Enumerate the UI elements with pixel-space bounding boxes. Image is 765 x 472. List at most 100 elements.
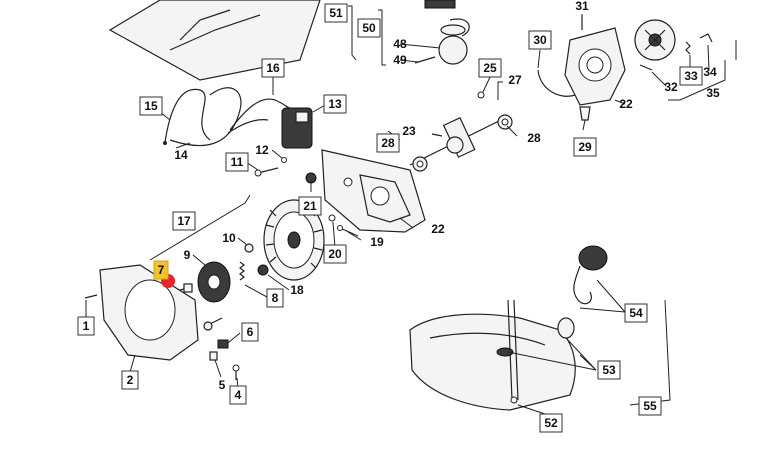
callout-label-text: 16 — [266, 61, 280, 75]
callout-label-text: 32 — [664, 80, 678, 94]
callout-label[interactable]: 51 — [324, 3, 348, 23]
callout-label[interactable]: 5 — [214, 376, 230, 394]
screw-1 — [84, 294, 98, 299]
circlip-30 — [537, 69, 576, 97]
ignition-coil — [281, 107, 313, 149]
part-29 — [579, 106, 591, 121]
callout-label[interactable]: 22 — [615, 95, 637, 113]
callout-label-text: 2 — [127, 373, 134, 387]
callout-label[interactable]: 30 — [528, 30, 552, 50]
callout-label-text: 15 — [144, 99, 158, 113]
callout-label-text: 27 — [508, 73, 522, 87]
callout-label[interactable]: 8 — [266, 288, 284, 308]
callout-label[interactable]: 28 — [376, 133, 400, 153]
callout-label[interactable]: 22 — [427, 220, 449, 238]
callout-label[interactable]: 12 — [251, 141, 273, 159]
cylinder-top — [424, 0, 456, 9]
callout-label[interactable]: 53 — [597, 360, 621, 380]
callout-label[interactable]: 25 — [478, 58, 502, 78]
engine-housing — [564, 27, 626, 106]
callout-label[interactable]: 11 — [225, 152, 249, 172]
bearing-28b — [497, 114, 513, 130]
pawl-34 — [699, 33, 713, 43]
part-5 — [209, 351, 218, 361]
grommet-53 — [496, 317, 575, 357]
washer-10 — [244, 243, 254, 253]
callout-label[interactable]: 13 — [323, 94, 347, 114]
callout-label[interactable]: 14 — [170, 146, 192, 164]
screw-4 — [232, 364, 240, 380]
callout-label[interactable]: 49 — [389, 51, 411, 69]
callout-label[interactable]: 10 — [218, 229, 240, 247]
callout-label[interactable]: 35 — [702, 84, 724, 102]
callout-label-text: 52 — [544, 416, 558, 430]
callout-label[interactable]: 21 — [298, 196, 322, 216]
callout-label[interactable]: 19 — [366, 233, 388, 251]
crankcase — [321, 149, 426, 233]
callout-label[interactable]: 18 — [286, 281, 308, 299]
callout-label-text: 6 — [247, 325, 254, 339]
callout-label-text: 19 — [370, 235, 384, 249]
callout-label-text: 1 — [83, 319, 90, 333]
callout-label[interactable]: 31 — [571, 0, 593, 15]
callout-label-text: 31 — [575, 0, 589, 13]
washer-20 — [328, 214, 336, 222]
callout-label[interactable]: 28 — [523, 129, 545, 147]
fuel-tank — [409, 313, 576, 411]
callout-label[interactable]: 9 — [179, 246, 195, 264]
callout-label-text: 49 — [393, 53, 407, 67]
callout-label-text: 20 — [328, 247, 342, 261]
flywheel — [263, 199, 325, 281]
bearing-28a — [412, 156, 428, 172]
callout-label[interactable]: 50 — [357, 18, 381, 38]
callout-label-text: 53 — [602, 363, 616, 377]
callout-label-text: 55 — [643, 399, 657, 413]
callout-label[interactable]: 27 — [504, 71, 526, 89]
washer-12 — [281, 157, 287, 163]
callout-label[interactable]: 52 — [539, 413, 563, 433]
pin-23 — [431, 133, 443, 137]
callout-label[interactable]: 6 — [241, 322, 259, 342]
spring-33 — [685, 41, 691, 55]
callout-label[interactable]: 15 — [139, 96, 163, 116]
callout-label-text: 28 — [527, 131, 541, 145]
screw-11 — [254, 167, 279, 177]
callout-label[interactable]: 17 — [172, 211, 196, 231]
callout-label[interactable]: 2 — [121, 370, 139, 390]
callout-label-text: 50 — [362, 21, 376, 35]
callout-label[interactable]: 4 — [229, 385, 247, 405]
callout-label[interactable]: 48 — [389, 35, 411, 53]
crankshaft — [409, 116, 506, 166]
callout-label[interactable]: 55 — [638, 396, 662, 416]
callout-label-text: 54 — [629, 306, 643, 320]
callout-label[interactable]: 23 — [398, 122, 420, 140]
screw-large — [203, 317, 223, 331]
callout-label-text: 25 — [483, 61, 497, 75]
callout-label[interactable]: 54 — [624, 303, 648, 323]
callout-label-text: 51 — [329, 6, 343, 20]
callout-label[interactable]: 32 — [660, 78, 682, 96]
callout-label-text: 21 — [303, 199, 317, 213]
callout-label-text: 9 — [184, 248, 191, 262]
callout-label-highlighted[interactable]: 7 — [153, 260, 169, 280]
leader-lines — [85, 5, 737, 416]
callout-label[interactable]: 34 — [699, 63, 721, 81]
callout-label-text: 23 — [402, 124, 416, 138]
clutch — [197, 261, 231, 303]
callout-label[interactable]: 20 — [323, 244, 347, 264]
callout-label[interactable]: 1 — [77, 316, 95, 336]
callout-label-text: 22 — [431, 222, 445, 236]
callout-label[interactable]: 33 — [679, 66, 703, 86]
fuel-cap — [573, 245, 608, 305]
bearing-25 — [477, 91, 485, 99]
callout-label-text: 48 — [393, 37, 407, 51]
callout-label[interactable]: 29 — [573, 137, 597, 157]
callout-label-text: 4 — [235, 388, 242, 402]
starter-pulley — [634, 19, 676, 61]
callout-label[interactable]: 16 — [261, 58, 285, 78]
callout-label-text: 10 — [222, 231, 236, 245]
spring-8 — [239, 261, 245, 281]
callout-label-text: 7 — [158, 263, 165, 277]
callout-label-text: 17 — [177, 214, 191, 228]
